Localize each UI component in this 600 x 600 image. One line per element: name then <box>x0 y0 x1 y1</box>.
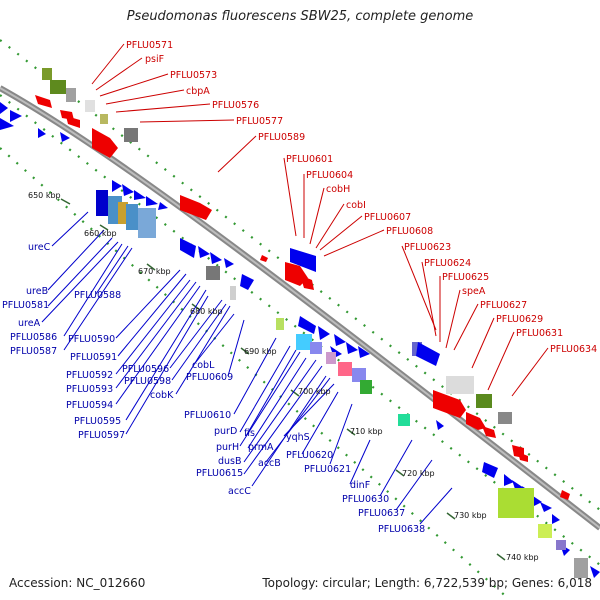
gene-label[interactable]: fis <box>244 428 255 439</box>
gene-label[interactable]: purH <box>216 442 239 453</box>
tick-label: 710 kbp <box>350 427 383 436</box>
tick-label: 670 kbp <box>138 267 171 276</box>
lower-gene-labels: ureC ureB PFLU0581 ureA PFLU0588 PFLU058… <box>2 242 425 535</box>
gene-label[interactable]: PFLU0637 <box>358 508 405 519</box>
gene-label[interactable]: PFLU0581 <box>2 300 49 311</box>
tick-label: 650 kbp <box>28 191 61 200</box>
upper-small-features <box>42 68 512 424</box>
gene-label[interactable]: PFLU0596 <box>122 364 169 375</box>
gene-label[interactable]: ureC <box>28 242 51 253</box>
upper-gene-labels: PFLU0571 psiF PFLU0573 cbpA PFLU0576 PFL… <box>126 40 597 355</box>
gene-label[interactable]: ureA <box>18 318 41 329</box>
gene-label[interactable]: PFLU0571 <box>126 40 173 51</box>
gene-label[interactable]: PFLU0627 <box>480 300 527 311</box>
gene-label[interactable]: dinF <box>350 480 370 491</box>
lower-colored-blocks <box>96 190 588 578</box>
gene-label[interactable]: PFLU0604 <box>306 170 353 181</box>
map-title: Pseudomonas fluorescens SBW25, complete … <box>126 9 474 24</box>
tick-label: 720 kbp <box>402 469 435 478</box>
gene-label[interactable]: PFLU0593 <box>66 384 113 395</box>
gene-label[interactable]: PFLU0587 <box>10 346 57 357</box>
gene-label[interactable]: PFLU0591 <box>70 352 117 363</box>
gene-label[interactable]: PFLU0573 <box>170 70 217 81</box>
tick-label: 690 kbp <box>244 347 277 356</box>
gene-label[interactable]: PFLU0577 <box>236 116 283 127</box>
gene-label[interactable]: PFLU0623 <box>404 242 451 253</box>
gene-label[interactable]: PFLU0638 <box>378 524 425 535</box>
gene-label[interactable]: PFLU0631 <box>516 328 563 339</box>
gene-label[interactable]: cbpA <box>186 86 210 97</box>
gene-label[interactable]: accB <box>258 458 281 469</box>
gene-label[interactable]: PFLU0588 <box>74 290 121 301</box>
gene-label[interactable]: PFLU0629 <box>496 314 543 325</box>
gene-label[interactable]: PFLU0590 <box>68 334 115 345</box>
gene-label[interactable]: PFLU0598 <box>124 376 171 387</box>
gene-label[interactable]: PFLU0607 <box>364 212 411 223</box>
gene-label[interactable]: PFLU0610 <box>184 410 231 421</box>
tick-label: 730 kbp <box>454 511 487 520</box>
tick-label: 680 kbp <box>190 307 223 316</box>
tick-labels: 650 kbp 660 kbp 670 kbp 680 kbp 690 kbp … <box>28 191 539 562</box>
gene-label[interactable]: PFLU0608 <box>386 226 433 237</box>
gene-label[interactable]: PFLU0592 <box>66 370 113 381</box>
gene-label[interactable]: speA <box>462 286 486 297</box>
topology-text: Topology: circular; Length: 6,722,539 bp… <box>262 576 592 590</box>
gene-label[interactable]: PFLU0634 <box>550 344 597 355</box>
gene-label[interactable]: PFLU0615 <box>196 468 243 479</box>
gene-label[interactable]: PFLU0630 <box>342 494 389 505</box>
tick-label: 700 kbp <box>298 387 331 396</box>
gene-label[interactable]: PFLU0609 <box>186 372 233 383</box>
gene-label[interactable]: PFLU0595 <box>74 416 121 427</box>
gene-label[interactable]: cobH <box>326 184 350 195</box>
upper-features <box>35 95 570 500</box>
gene-label[interactable]: ureB <box>26 286 48 297</box>
gene-label[interactable]: PFLU0589 <box>258 132 305 143</box>
gene-label[interactable]: cobI <box>346 200 366 211</box>
gene-label[interactable]: prmA <box>248 442 274 453</box>
gene-label[interactable]: purD <box>214 426 237 437</box>
gene-label[interactable]: PFLU0621 <box>304 464 351 475</box>
upper-connectors <box>91 43 549 397</box>
gene-label[interactable]: PFLU0620 <box>286 450 333 461</box>
gene-label[interactable]: PFLU0586 <box>10 332 57 343</box>
gene-label[interactable]: accC <box>228 486 251 497</box>
gene-label[interactable]: PFLU0597 <box>78 430 125 441</box>
gene-label[interactable]: yqhS <box>286 432 310 443</box>
accession-text: Accession: NC_012660 <box>9 576 146 590</box>
tick-label: 740 kbp <box>506 553 539 562</box>
gene-label[interactable]: cobL <box>192 360 215 371</box>
gene-label[interactable]: PFLU0576 <box>212 100 259 111</box>
gene-label[interactable]: PFLU0601 <box>286 154 333 165</box>
gene-label[interactable]: dusB <box>218 456 242 467</box>
lower-connectors <box>41 211 453 525</box>
gene-label[interactable]: psiF <box>145 54 164 65</box>
gene-label[interactable]: PFLU0624 <box>424 258 471 269</box>
gene-label[interactable]: PFLU0594 <box>66 400 113 411</box>
gene-label[interactable]: cobK <box>150 390 174 401</box>
tick-label: 660 kbp <box>84 229 117 238</box>
gene-label[interactable]: PFLU0625 <box>442 272 489 283</box>
upper-blue-features <box>0 102 440 366</box>
